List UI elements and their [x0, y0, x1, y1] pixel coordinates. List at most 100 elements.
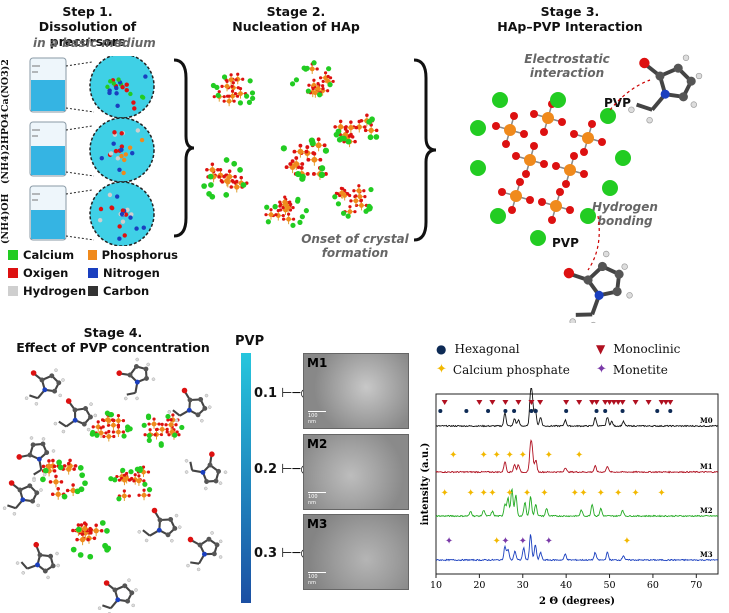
ion-dot [114, 149, 118, 153]
calcium-atom [530, 230, 546, 246]
oxygen-atom [502, 140, 510, 148]
oxygen-atom [287, 213, 290, 216]
hydrogen-bond-link [588, 216, 599, 270]
calcium-atom [368, 187, 373, 192]
oxygen-atom [318, 158, 322, 162]
oxygen-atom [228, 169, 232, 173]
oxygen-atom [363, 125, 367, 129]
calcium-atom [305, 66, 310, 71]
oxygen-atom [355, 126, 359, 130]
oxygen-atom [299, 144, 303, 148]
carbon-atom [212, 551, 218, 557]
hydrogen-atom [124, 396, 128, 400]
hexagonal-marker [564, 409, 568, 413]
pvp-molecule [13, 537, 66, 589]
carbon-atom [52, 389, 57, 394]
oxygen-atom [239, 87, 242, 90]
x-axis-label: 2 Θ (degrees) [539, 596, 615, 607]
pvp-tick-label: 0.1 [254, 386, 277, 401]
phosphorus-atom [311, 157, 317, 163]
ion-dot [109, 205, 113, 209]
hap-cluster [40, 459, 88, 500]
oxygen-atom [341, 187, 344, 190]
tem-image-m1: M1 100 nm [303, 353, 409, 429]
oxygen-atom [225, 80, 228, 83]
oxygen-atom [231, 179, 235, 183]
calcium-atom [138, 468, 143, 473]
oxygen-atom [223, 100, 226, 103]
phosphorus-atom [340, 191, 345, 196]
calcium-atom [341, 211, 346, 216]
calcium-phosphate-marker: ✦ [480, 450, 488, 461]
scale-bar: 100 nm [308, 572, 326, 586]
oxygen-atom [100, 529, 104, 533]
hydrogen-atom [691, 102, 697, 108]
ion-dot [128, 145, 132, 149]
oxygen-atom [321, 84, 324, 87]
calcium-atom [295, 199, 300, 204]
legend-label: Carbon [103, 284, 149, 298]
monoclinic-marker [576, 400, 582, 405]
hydrogen-atom [210, 531, 214, 535]
beaker-1-icon [30, 58, 66, 112]
oxygen-atom [32, 541, 40, 549]
oxygen-atom [319, 76, 322, 79]
calcium-atom [615, 150, 631, 166]
calcium-atom [75, 488, 81, 494]
hydrogen-atom [178, 525, 182, 529]
hydrogen-atom [200, 419, 204, 423]
x-tick-label: 50 [603, 580, 615, 591]
hydrogen-atom [218, 481, 222, 485]
oxygen-atom [283, 195, 286, 198]
oxygen-atom [60, 480, 64, 484]
carbon-atom [34, 490, 39, 495]
phosphorus-atom [116, 430, 121, 435]
phosphorus-swatch-icon [88, 250, 97, 260]
oxygen-atom [147, 494, 150, 497]
oxygen-atom [516, 178, 524, 186]
oxygen-atom [639, 58, 649, 68]
series-label: M2 [700, 506, 713, 515]
legend-label: Calcium [23, 248, 74, 262]
stage3-title: Stage 3. HAp–PVP Interaction [480, 4, 660, 34]
phosphorus-atom [152, 422, 157, 427]
oxygen-atom [312, 79, 315, 82]
hexagonal-marker [529, 409, 533, 413]
hydrogen-atom [54, 422, 58, 426]
oxygen-atom [167, 433, 170, 436]
legend-oxigen: Oxigen [8, 266, 88, 280]
oxygen-atom [47, 459, 51, 463]
calcium-atom [71, 547, 77, 553]
calcium-atom [299, 176, 305, 182]
calcium-atom [300, 214, 305, 219]
hexagonal-marker [486, 409, 490, 413]
oxygen-atom [274, 213, 277, 216]
oxygen-atom [353, 210, 356, 213]
oxygen-atom [349, 199, 352, 202]
oxygen-atom [556, 188, 564, 196]
hydrogen-atom [621, 263, 628, 270]
hydrogen-atom [184, 470, 188, 474]
calcium-atom [172, 433, 177, 438]
calcium-atom [304, 208, 309, 213]
phosphorus-atom [313, 90, 318, 95]
bond [29, 395, 37, 398]
monoclinic-marker [633, 400, 639, 405]
phosphorus-atom [504, 124, 516, 136]
oxygen-atom [101, 418, 104, 421]
carbon-atom [56, 380, 61, 385]
calcium-atom [159, 441, 164, 446]
oxygen-atom [324, 71, 327, 74]
oxygen-atom [9, 480, 15, 486]
phosphorus-atom [53, 479, 58, 484]
oxygen-atom [364, 129, 368, 133]
oxygen-atom [288, 162, 292, 166]
oxygen-atom [147, 470, 150, 473]
carbon-atom [203, 478, 210, 485]
phosphorus-atom [210, 167, 215, 172]
carbon-atom [129, 590, 134, 595]
calcium-atom [128, 426, 133, 431]
ion-dot [112, 130, 116, 134]
bond [188, 462, 195, 471]
oxygen-atom [230, 185, 234, 189]
